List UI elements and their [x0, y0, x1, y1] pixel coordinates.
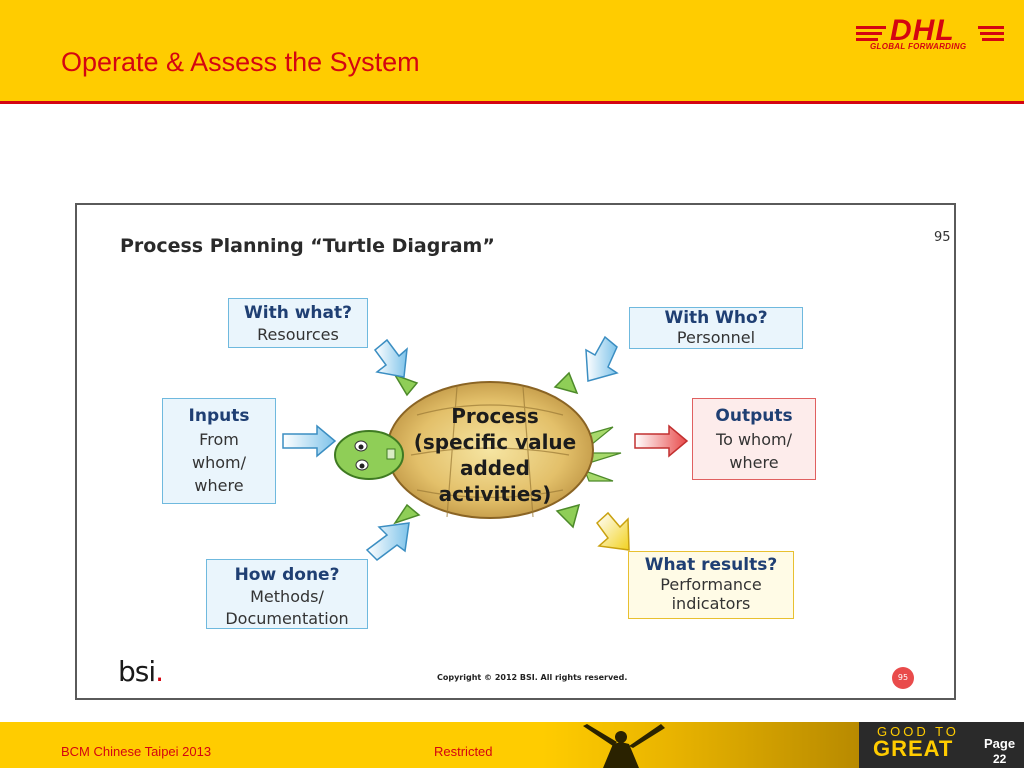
how-done-title: How done?	[234, 565, 340, 585]
tagline-top: GOOD TO	[877, 724, 959, 739]
with-who-title: With Who?	[664, 308, 768, 328]
page-indicator: Page 22	[974, 722, 1024, 768]
page-badge: 95	[892, 667, 914, 689]
turtle-head-icon	[334, 430, 404, 480]
box-inputs: Inputs From whom/ where	[162, 398, 276, 504]
logo-stripes-icon	[856, 26, 1004, 41]
bsi-dot: .	[155, 655, 164, 688]
arrow-with-who-icon	[585, 335, 619, 382]
outputs-title: Outputs	[715, 406, 793, 426]
header-divider	[0, 101, 1024, 104]
outputs-line-2: where	[729, 453, 779, 472]
how-done-line-2: Documentation	[225, 609, 349, 628]
arrow-with-what-icon	[373, 338, 408, 378]
box-outputs: Outputs To whom/ where	[692, 398, 816, 480]
with-what-title: With what?	[244, 303, 352, 323]
what-results-line-2: indicators	[671, 594, 751, 613]
process-line-1: Process	[451, 404, 539, 428]
slide-title: Operate & Assess the System	[61, 47, 420, 77]
diagram-page-number: 95	[934, 230, 951, 245]
process-line-3: added	[459, 456, 530, 480]
turtle-illustration	[282, 335, 689, 561]
logo-wordmark: DHL	[890, 14, 955, 47]
box-how-done: How done? Methods/ Documentation	[206, 559, 368, 629]
what-results-title: What results?	[644, 555, 778, 575]
turtle-legs-icon	[393, 371, 581, 529]
outputs-line-1: To whom/	[716, 430, 792, 449]
celebrating-person-icon	[583, 724, 665, 768]
with-who-text: Personnel	[676, 328, 756, 347]
logo-subtext: GLOBAL FORWARDING	[870, 42, 967, 51]
bsi-logo: bsi.	[118, 655, 164, 688]
footer-banner-image	[543, 722, 859, 768]
page-label: Page	[984, 736, 1016, 751]
process-line-2: (specific value	[413, 430, 577, 454]
arrow-inputs-icon	[282, 424, 337, 458]
tagline-bottom: GREAT	[873, 736, 954, 761]
footer-bar: BCM Chinese Taipei 2013 Restricted GOOD …	[0, 722, 1024, 768]
footer-classification: Restricted	[434, 744, 493, 759]
bsi-wordmark: bsi	[118, 655, 156, 688]
arrow-outputs-icon	[634, 424, 689, 458]
arrow-how-done-icon	[365, 522, 410, 561]
diagram-title: Process Planning “Turtle Diagram”	[120, 235, 495, 257]
box-with-who: With Who? Personnel	[629, 307, 803, 349]
box-with-what: With what? Resources	[228, 298, 368, 348]
page-number: 22	[993, 752, 1007, 766]
box-what-results: What results? Performance indicators	[628, 551, 794, 619]
dhl-logo: DHL GLOBAL FORWARDING	[856, 16, 1004, 56]
what-results-line-1: Performance	[660, 575, 762, 594]
footer-left-text: BCM Chinese Taipei 2013	[61, 744, 212, 759]
good-to-great-logo: GOOD TO GREAT	[859, 722, 974, 768]
copyright-text: Copyright © 2012 BSI. All rights reserve…	[437, 673, 628, 682]
header-bar	[0, 0, 1024, 102]
with-what-text: Resources	[257, 325, 339, 344]
inputs-line-3: where	[194, 476, 244, 495]
inputs-line-1: From	[199, 430, 239, 449]
process-line-4: activities)	[438, 482, 552, 506]
inputs-title: Inputs	[188, 406, 250, 426]
how-done-line-1: Methods/	[250, 587, 324, 606]
inputs-line-2: whom/	[192, 453, 246, 472]
turtle-diagram-frame: Process Planning “Turtle Diagram” 95	[75, 203, 956, 700]
arrow-what-results-icon	[595, 511, 630, 551]
process-center-label: Process (specific value added activities…	[395, 403, 595, 507]
